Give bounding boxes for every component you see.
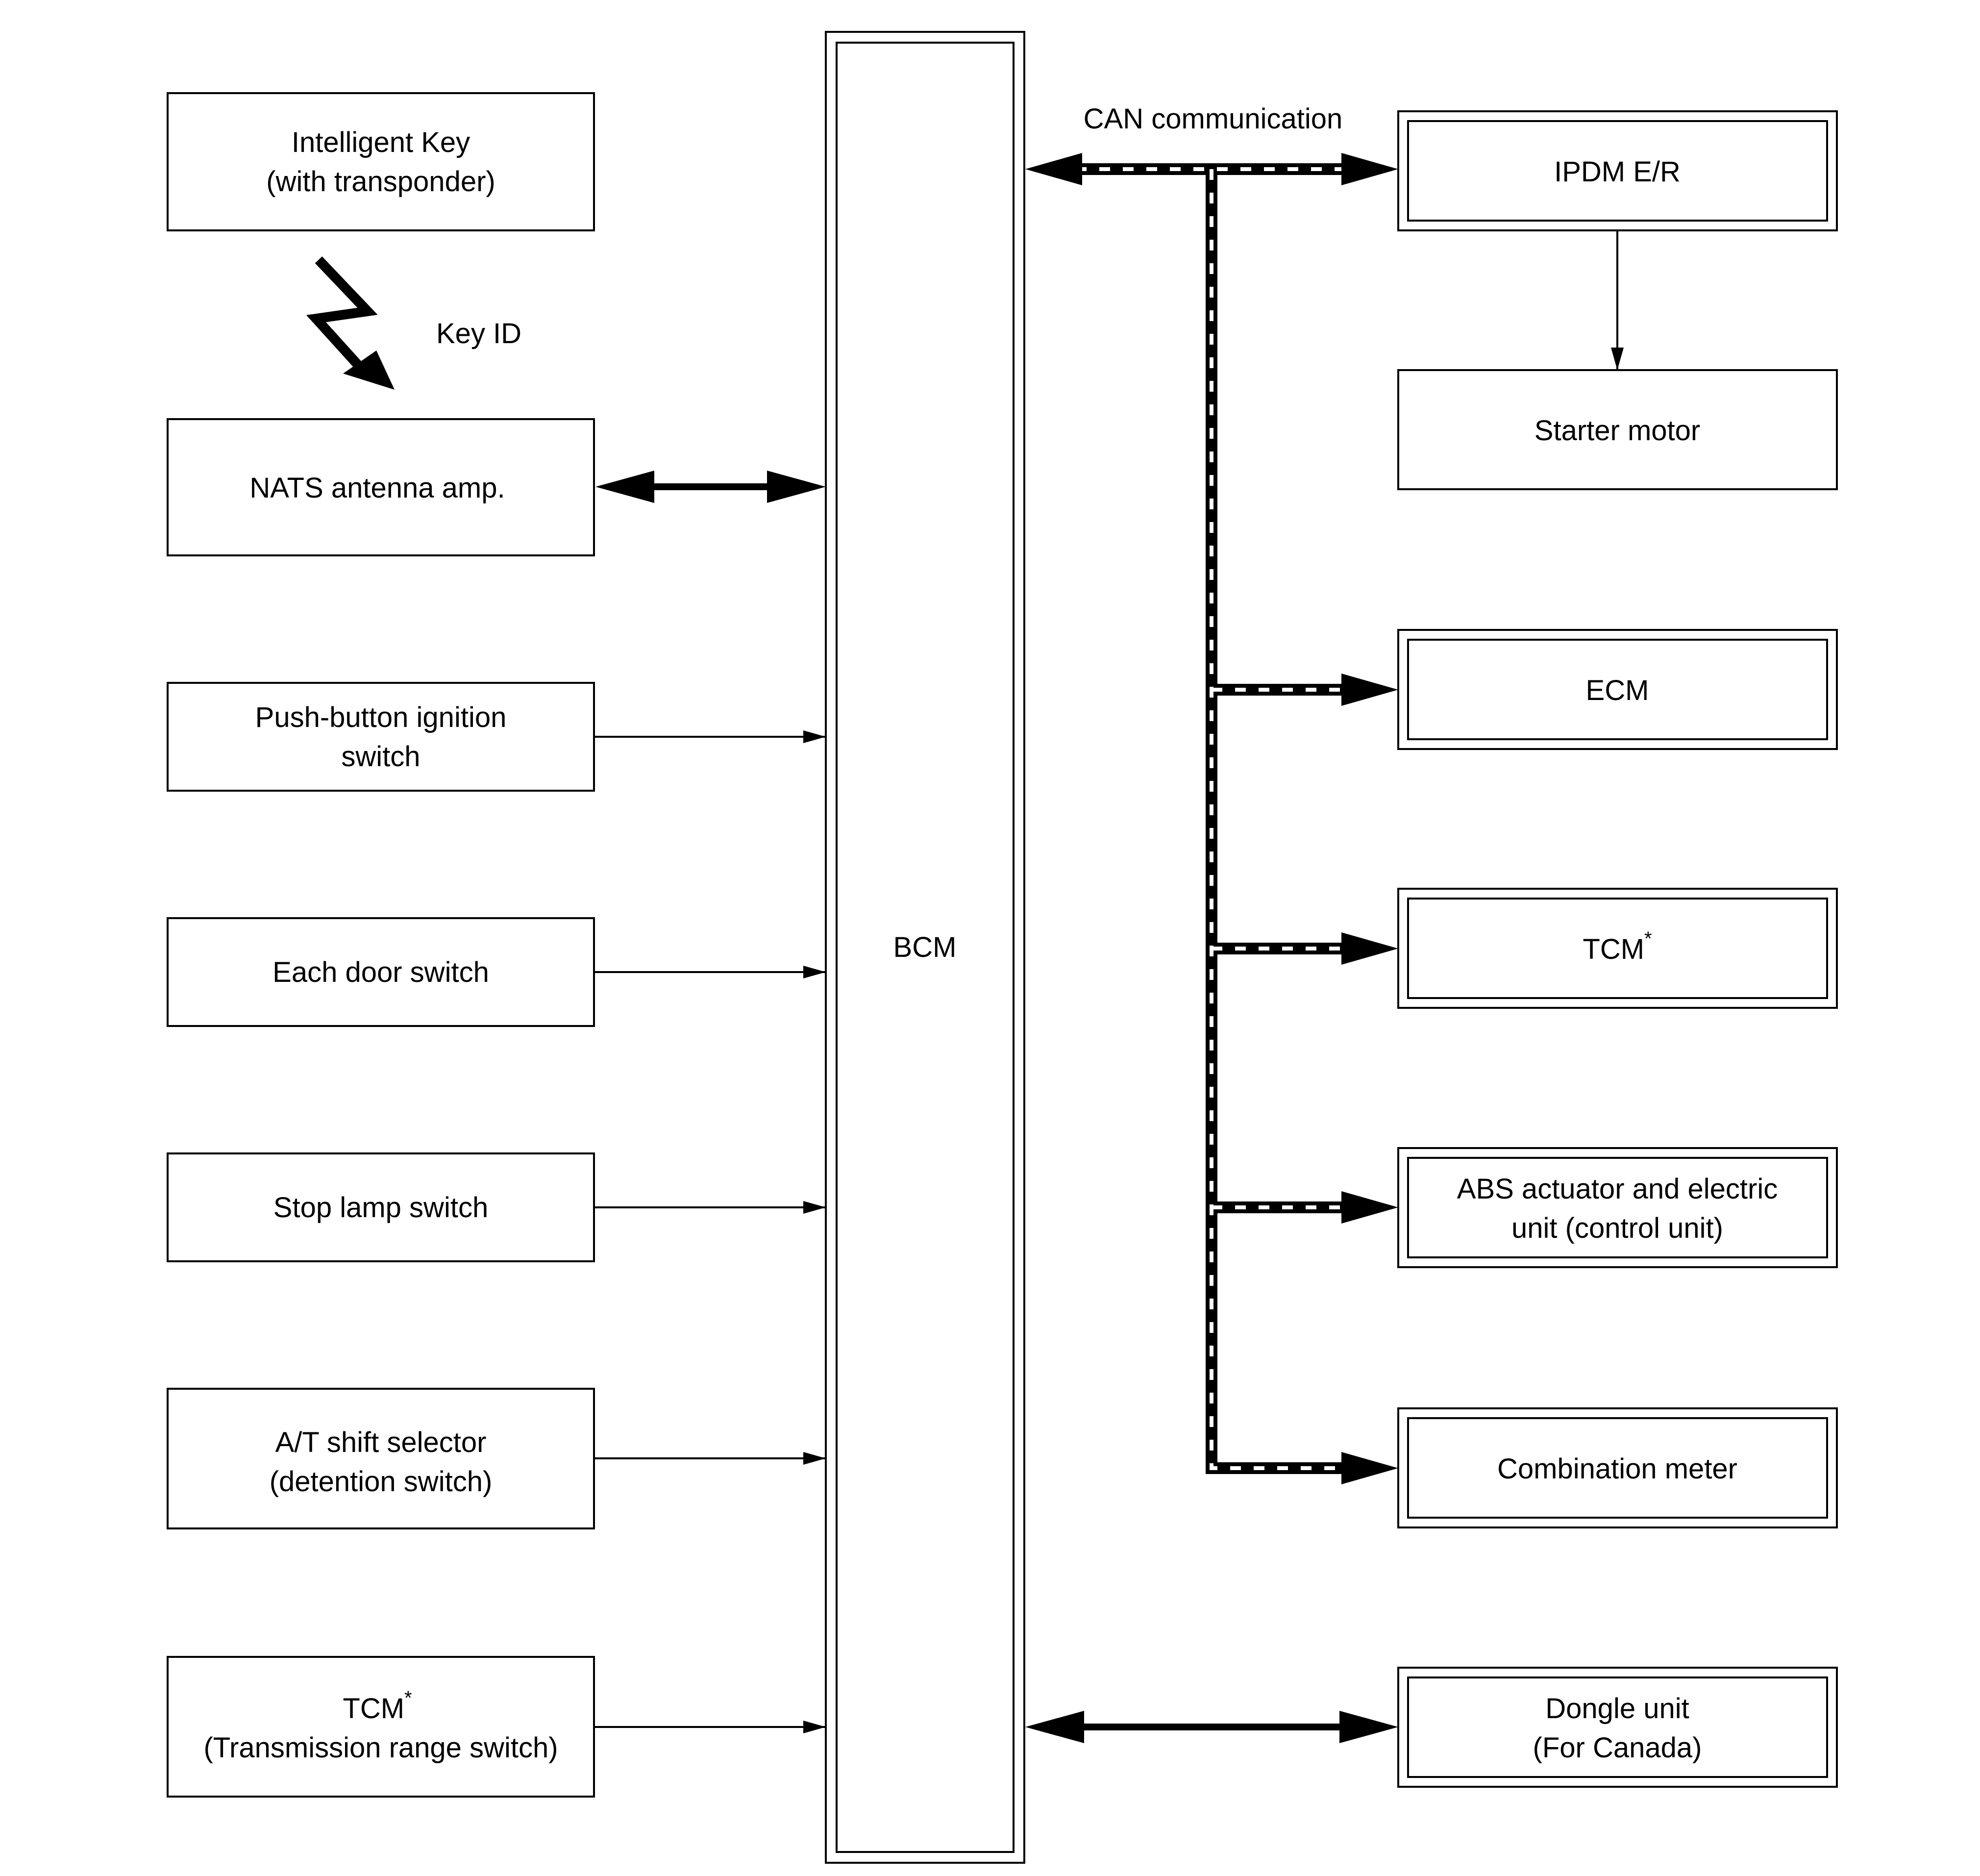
abs-label-1: ABS actuator and electric bbox=[1457, 1173, 1778, 1205]
ecm-label: ECM bbox=[1586, 675, 1649, 706]
can-bus bbox=[1025, 153, 1398, 1484]
dongle-unit-box: Dongle unit (For Canada) bbox=[1397, 1667, 1838, 1788]
dongle-bcm-connector bbox=[1025, 1711, 1398, 1743]
ecm-box: ECM bbox=[1397, 629, 1838, 750]
abs-label-2: unit (control unit) bbox=[1511, 1212, 1723, 1244]
shift-selector-label-2: (detention switch) bbox=[270, 1466, 493, 1498]
bcm-label: BCM bbox=[893, 931, 957, 963]
combination-meter-label: Combination meter bbox=[1497, 1453, 1737, 1485]
stop-lamp-label: Stop lamp switch bbox=[273, 1192, 488, 1224]
door-switch-box: Each door switch bbox=[167, 917, 595, 1027]
dongle-label-2: (For Canada) bbox=[1533, 1732, 1702, 1764]
stop-lamp-switch-box: Stop lamp switch bbox=[167, 1152, 595, 1262]
starter-motor-label: Starter motor bbox=[1534, 415, 1700, 447]
tcm-range-switch-box: TCM* (Transmission range switch) bbox=[167, 1656, 595, 1798]
starter-motor-box: Starter motor bbox=[1397, 369, 1838, 490]
intelligent-key-label-1: Intelligent Key bbox=[292, 126, 470, 158]
shift-selector-label-1: A/T shift selector bbox=[275, 1426, 487, 1458]
bcm-box: BCM bbox=[825, 31, 1025, 1864]
tcm-box: TCM* bbox=[1397, 888, 1838, 1009]
nats-antenna-box: NATS antenna amp. bbox=[167, 418, 595, 556]
combination-meter-box: Combination meter bbox=[1397, 1407, 1838, 1528]
nats-bcm-connector bbox=[595, 471, 826, 503]
abs-unit-box: ABS actuator and electric unit (control … bbox=[1397, 1147, 1838, 1268]
tcm-label: TCM* bbox=[1583, 928, 1652, 965]
can-communication-label: CAN communication bbox=[1084, 103, 1343, 135]
door-switch-label: Each door switch bbox=[272, 956, 489, 988]
key-id-label: Key ID bbox=[436, 318, 521, 350]
ipdm-label: IPDM E/R bbox=[1554, 156, 1681, 188]
intelligent-key-box: Intelligent Key (with transponder) bbox=[167, 92, 595, 231]
wireless-signal-icon bbox=[306, 256, 395, 390]
push-button-label-1: Push-button ignition bbox=[255, 701, 507, 733]
ipdm-box: IPDM E/R bbox=[1397, 110, 1838, 231]
tcm-range-label-2: (Transmission range switch) bbox=[203, 1732, 558, 1764]
tcm-range-name: TCM* bbox=[343, 1687, 412, 1725]
dongle-label-1: Dongle unit bbox=[1545, 1693, 1689, 1725]
push-button-label-2: switch bbox=[341, 741, 420, 773]
shift-selector-box: A/T shift selector (detention switch) bbox=[167, 1388, 595, 1529]
nats-antenna-label: NATS antenna amp. bbox=[249, 472, 505, 504]
push-button-switch-box: Push-button ignition switch bbox=[167, 682, 595, 792]
intelligent-key-label-2: (with transponder) bbox=[266, 166, 495, 198]
